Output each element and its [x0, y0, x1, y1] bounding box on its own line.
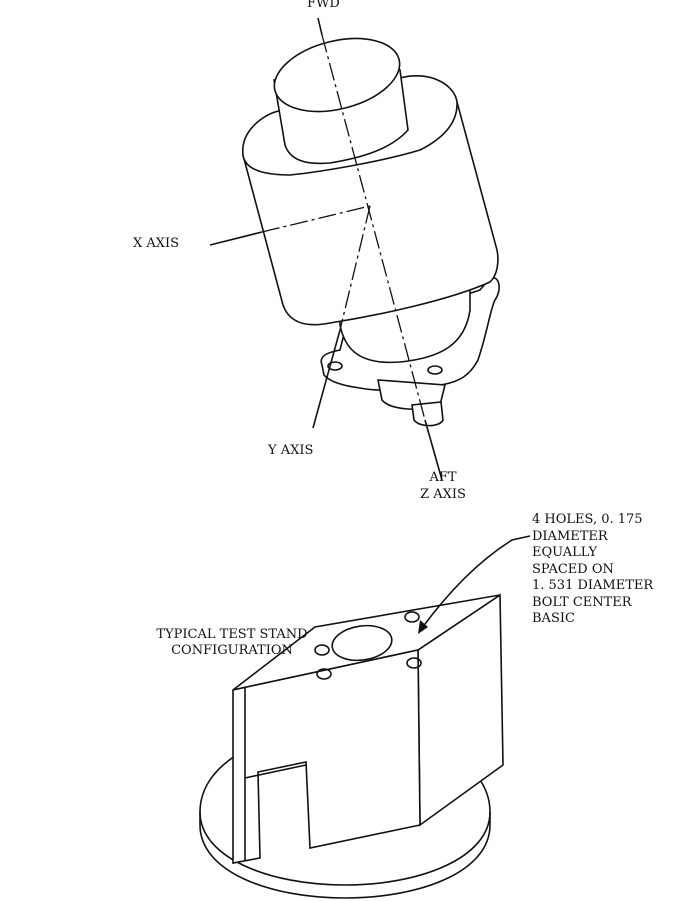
x-axis-label: X AXIS — [133, 236, 180, 251]
motor-drawing — [209, 17, 500, 481]
base-plate-edge — [199, 811, 491, 886]
holes-note-line: 1. 531 DIAMETER — [532, 578, 654, 593]
x-axis-leader — [209, 231, 263, 246]
z-axis-label: Z AXIS — [420, 487, 466, 502]
stand-channel-inner — [244, 688, 307, 860]
stand-title-line-2: CONFIGURATION — [171, 643, 293, 658]
bolt-hole-4 — [406, 657, 422, 669]
flange-hole-right — [427, 365, 443, 375]
z-axis-centerline — [321, 34, 426, 421]
z-axis-leader-top — [317, 17, 323, 36]
motor-lower-body — [339, 283, 471, 364]
x-axis-centerline — [261, 205, 371, 233]
arrow-head-icon — [418, 620, 428, 634]
aft-label: AFT — [429, 470, 457, 485]
holes-note-line: BOLT CENTER — [532, 594, 632, 610]
stand-title-line-1: TYPICAL TEST STAND — [156, 627, 308, 642]
motor-top-cap — [273, 37, 401, 113]
y-axis-leader — [312, 329, 341, 429]
holes-note-line: SPACED ON — [532, 561, 614, 577]
bolt-hole-2 — [404, 611, 420, 623]
stand-block-front — [232, 649, 421, 864]
motor-shaft — [411, 401, 444, 427]
fwd-label: FWD — [307, 0, 340, 11]
y-axis-centerline — [339, 205, 371, 331]
test-stand-drawing — [199, 535, 531, 899]
center-hole — [331, 624, 393, 662]
bolt-hole-1 — [314, 644, 330, 656]
holes-note-line: DIAMETER — [532, 528, 608, 544]
flange-hole-left — [327, 361, 343, 371]
holes-note-line: BASIC — [532, 611, 575, 626]
holes-note: 4 HOLES, 0. 175 DIAMETER EQUALLY SPACED … — [532, 512, 653, 628]
holes-note-line: EQUALLY — [532, 545, 598, 560]
holes-leader — [421, 535, 531, 629]
bolt-hole-3 — [316, 668, 332, 680]
y-axis-label: Y AXIS — [268, 443, 314, 458]
z-axis-leader — [424, 419, 443, 481]
holes-note-line: 4 HOLES, 0. 175 — [532, 512, 643, 527]
